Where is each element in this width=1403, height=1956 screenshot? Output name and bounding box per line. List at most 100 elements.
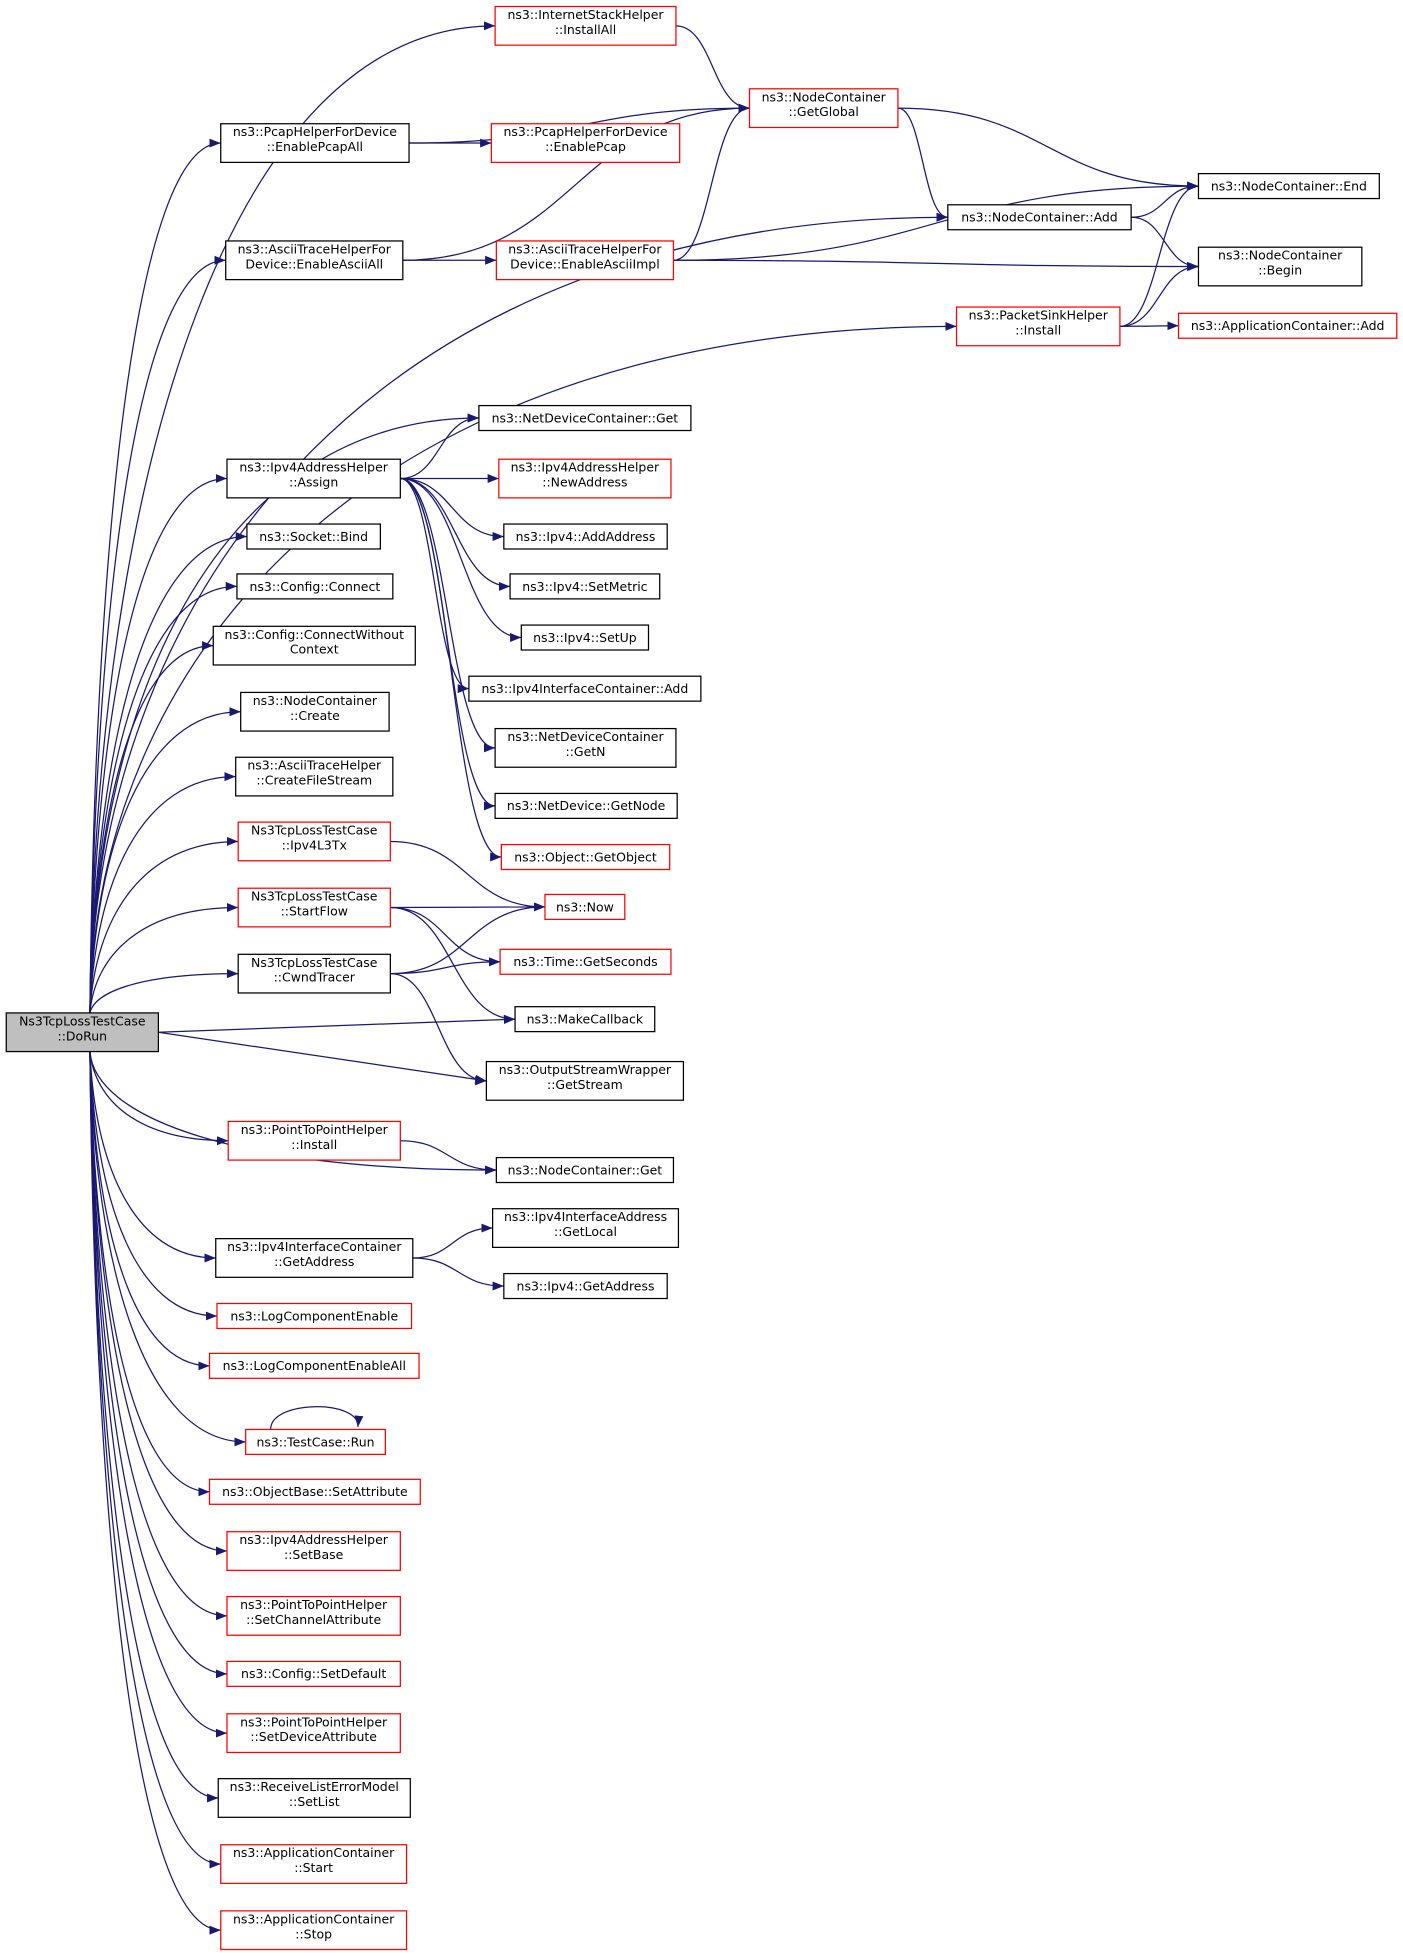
node-internetstackhelper-installall[interactable]: ns3::InternetStackHelper::InstallAll — [494, 5, 677, 46]
node-label: ::GetN — [566, 744, 606, 759]
node-applicationcontainer-stop[interactable]: ns3::ApplicationContainer::Stop — [220, 1910, 408, 1951]
edge-tcplosstestcase-ipv4l3tx-to-now — [390, 840, 545, 912]
node-applicationcontainer-add[interactable]: ns3::ApplicationContainer::Add — [1177, 312, 1398, 339]
node-label: ns3::Ipv4InterfaceAddress — [504, 1209, 667, 1224]
node-box — [490, 123, 681, 164]
node-packetsinkhelper-install[interactable]: ns3::PacketSinkHelper::Install — [955, 306, 1121, 347]
node-label: ns3::MakeCallback — [527, 1012, 644, 1027]
node-box — [514, 1006, 656, 1033]
node-logcomponentenable[interactable]: ns3::LogComponentEnable — [216, 1302, 413, 1330]
node-time-getseconds[interactable]: ns3::Time::GetSeconds — [499, 948, 672, 975]
node-box — [226, 1713, 401, 1754]
node-box — [236, 573, 394, 600]
node-logcomponentenableall[interactable]: ns3::LogComponentEnableAll — [208, 1352, 420, 1379]
node-box — [498, 458, 672, 499]
node-outputstreamwrapper-getstream[interactable]: ns3::OutputStreamWrapper::GetStream — [485, 1060, 685, 1101]
edge-tcplosstestcase-dorun-to-logcomponentenable — [89, 1051, 217, 1321]
edge-tcplosstestcase-dorun-to-asciitracehelper-createfilestream — [89, 772, 236, 1013]
node-applicationcontainer-start[interactable]: ns3::ApplicationContainer::Start — [220, 1844, 408, 1885]
node-box — [226, 458, 401, 499]
node-config-connect[interactable]: ns3::Config::Connect — [236, 573, 394, 600]
node-box — [494, 792, 678, 819]
node-box — [216, 1302, 413, 1330]
edge-tcplosstestcase-dorun-to-asciitracehelperfordevice-enableasciiall — [89, 255, 226, 1013]
node-tcplosstestcase-ipv4l3tx[interactable]: Ns3TcpLossTestCase::Ipv4L3Tx — [237, 821, 391, 862]
node-pointtopointhelper-setchannelattribute[interactable]: ns3::PointToPointHelper::SetChannelAttri… — [226, 1595, 401, 1636]
node-label: Device::EnableAsciiAll — [245, 256, 383, 271]
node-nodecontainer-get[interactable]: ns3::NodeContainer::Get — [495, 1156, 675, 1184]
node-box — [237, 953, 391, 994]
edge-tcplosstestcase-dorun-to-config-setdefault — [89, 1051, 227, 1679]
node-label: ::Ipv4L3Tx — [282, 838, 347, 853]
node-box — [544, 893, 626, 921]
node-netdevicecontainer-getn[interactable]: ns3::NetDeviceContainer::GetN — [494, 727, 677, 768]
node-label: ::SetChannelAttribute — [246, 1612, 381, 1627]
node-asciitracehelperfordevice-enableasciiimpl[interactable]: ns3::AsciiTraceHelperForDevice::EnableAs… — [495, 240, 675, 281]
node-label: ns3::NetDeviceContainer::Get — [492, 410, 679, 425]
node-socket-bind[interactable]: ns3::Socket::Bind — [246, 523, 381, 550]
node-config-setdefault[interactable]: ns3::Config::SetDefault — [226, 1660, 401, 1687]
node-box — [225, 240, 404, 281]
node-label: ::EnablePcapAll — [267, 139, 363, 154]
node-nodecontainer-end[interactable]: ns3::NodeContainer::End — [1197, 172, 1380, 200]
node-netdevice-getnode[interactable]: ns3::NetDevice::GetNode — [494, 792, 678, 819]
node-nodecontainer-begin[interactable]: ns3::NodeContainer::Begin — [1197, 246, 1363, 287]
node-label: ns3::PacketSinkHelper — [969, 308, 1109, 323]
node-box — [1177, 312, 1398, 339]
node-ipv4interfacecontainer-getaddress[interactable]: ns3::Ipv4InterfaceContainer::GetAddress — [215, 1238, 414, 1278]
node-label: ::CreateFileStream — [256, 773, 372, 788]
node-ipv4-setmetric[interactable]: ns3::Ipv4::SetMetric — [509, 573, 661, 600]
node-ipv4interfacecontainer-add[interactable]: ns3::Ipv4InterfaceContainer::Add — [468, 675, 702, 702]
node-now[interactable]: ns3::Now — [544, 893, 626, 921]
node-object-getobject[interactable]: ns3::Object::GetObject — [500, 843, 671, 871]
node-box — [245, 1428, 386, 1456]
node-ipv4interfaceaddress-getlocal[interactable]: ns3::Ipv4InterfaceAddress::GetLocal — [491, 1208, 680, 1248]
edge-tcplosstestcase-dorun-to-applicationcontainer-stop — [89, 1051, 221, 1935]
node-netdevicecontainer-get[interactable]: ns3::NetDeviceContainer::Get — [478, 404, 692, 432]
node-pcaphelperfordevice-enablepcapall[interactable]: ns3::PcapHelperForDevice::EnablePcapAll — [220, 123, 410, 164]
node-label: ns3::ReceiveListErrorModel — [230, 1779, 399, 1794]
node-label: ::Create — [290, 708, 340, 723]
node-label: ::CwndTracer — [274, 970, 356, 985]
node-label: ns3::Socket::Bind — [259, 529, 368, 544]
edge-tcplosstestcase-dorun-to-nodecontainer-add — [89, 212, 948, 1013]
node-nodecontainer-getglobal[interactable]: ns3::NodeContainer::GetGlobal — [748, 88, 899, 129]
node-ipv4-getaddress[interactable]: ns3::Ipv4::GetAddress — [503, 1272, 668, 1300]
node-ipv4addresshelper-assign[interactable]: ns3::Ipv4AddressHelper::Assign — [226, 458, 401, 499]
node-ipv4-setup[interactable]: ns3::Ipv4::SetUp — [520, 624, 650, 651]
edge-tcplosstestcase-dorun-to-pointtopointhelper-setdeviceattribute — [89, 1051, 227, 1738]
node-pointtopointhelper-setdeviceattribute[interactable]: ns3::PointToPointHelper::SetDeviceAttrib… — [226, 1713, 401, 1754]
node-pcaphelperfordevice-enablepcap[interactable]: ns3::PcapHelperForDevice::EnablePcap — [490, 123, 681, 164]
node-tcplosstestcase-cwndtracer[interactable]: Ns3TcpLossTestCase::CwndTracer — [237, 953, 391, 994]
node-tcplosstestcase-startflow[interactable]: Ns3TcpLossTestCase::StartFlow — [237, 887, 391, 928]
node-box — [212, 625, 416, 666]
node-ipv4addresshelper-newaddress[interactable]: ns3::Ipv4AddressHelper::NewAddress — [498, 458, 672, 499]
node-label: ns3::PointToPointHelper — [241, 1122, 389, 1137]
edge-tcplosstestcase-dorun-to-tcplosstestcase-cwndtracer — [89, 969, 239, 1014]
node-testcase-run[interactable]: ns3::TestCase::Run — [245, 1428, 386, 1456]
node-asciitracehelper-createfilestream[interactable]: ns3::AsciiTraceHelper::CreateFileStream — [235, 756, 394, 797]
node-makecallback[interactable]: ns3::MakeCallback — [514, 1006, 656, 1033]
node-box — [220, 1844, 408, 1885]
node-tcplosstestcase-dorun[interactable]: Ns3TcpLossTestCase::DoRun — [5, 1012, 160, 1053]
node-pointtopointhelper-install[interactable]: ns3::PointToPointHelper::Install — [227, 1120, 401, 1161]
edge-tcplosstestcase-dorun-to-ipv4addresshelper-setbase — [89, 1051, 227, 1556]
edge-tcplosstestcase-startflow-to-now — [390, 902, 545, 912]
node-asciitracehelperfordevice-enableasciiall[interactable]: ns3::AsciiTraceHelperForDevice::EnableAs… — [225, 240, 404, 281]
node-nodecontainer-create[interactable]: ns3::NodeContainer::Create — [240, 691, 390, 732]
node-label: ::Install — [291, 1137, 337, 1152]
node-nodecontainer-add[interactable]: ns3::NodeContainer::Add — [947, 204, 1132, 231]
edge-pointtopointhelper-install-to-nodecontainer-get — [400, 1140, 497, 1175]
node-label: Ns3TcpLossTestCase — [19, 1013, 145, 1028]
node-ipv4addresshelper-setbase[interactable]: ns3::Ipv4AddressHelper::SetBase — [226, 1531, 401, 1572]
edge-tcplosstestcase-dorun-to-logcomponentenableall — [89, 1051, 210, 1371]
node-ipv4-addaddress[interactable]: ns3::Ipv4::AddAddress — [503, 523, 668, 550]
node-receivelisterrormodel-setlist[interactable]: ns3::ReceiveListErrorModel::SetList — [217, 1778, 411, 1818]
node-label: ns3::TestCase::Run — [256, 1434, 374, 1449]
edge-ipv4interfacecontainer-getaddress-to-ipv4-getaddress — [412, 1257, 504, 1291]
edge-ipv4addresshelper-assign-to-object-getobject — [400, 477, 502, 862]
edge-tcplosstestcase-dorun-to-testcase-run — [89, 1051, 246, 1447]
node-objectbase-setattribute[interactable]: ns3::ObjectBase::SetAttribute — [208, 1478, 421, 1505]
edge-tcplosstestcase-dorun-to-ipv4interfacecontainer-getaddress — [89, 1051, 216, 1263]
